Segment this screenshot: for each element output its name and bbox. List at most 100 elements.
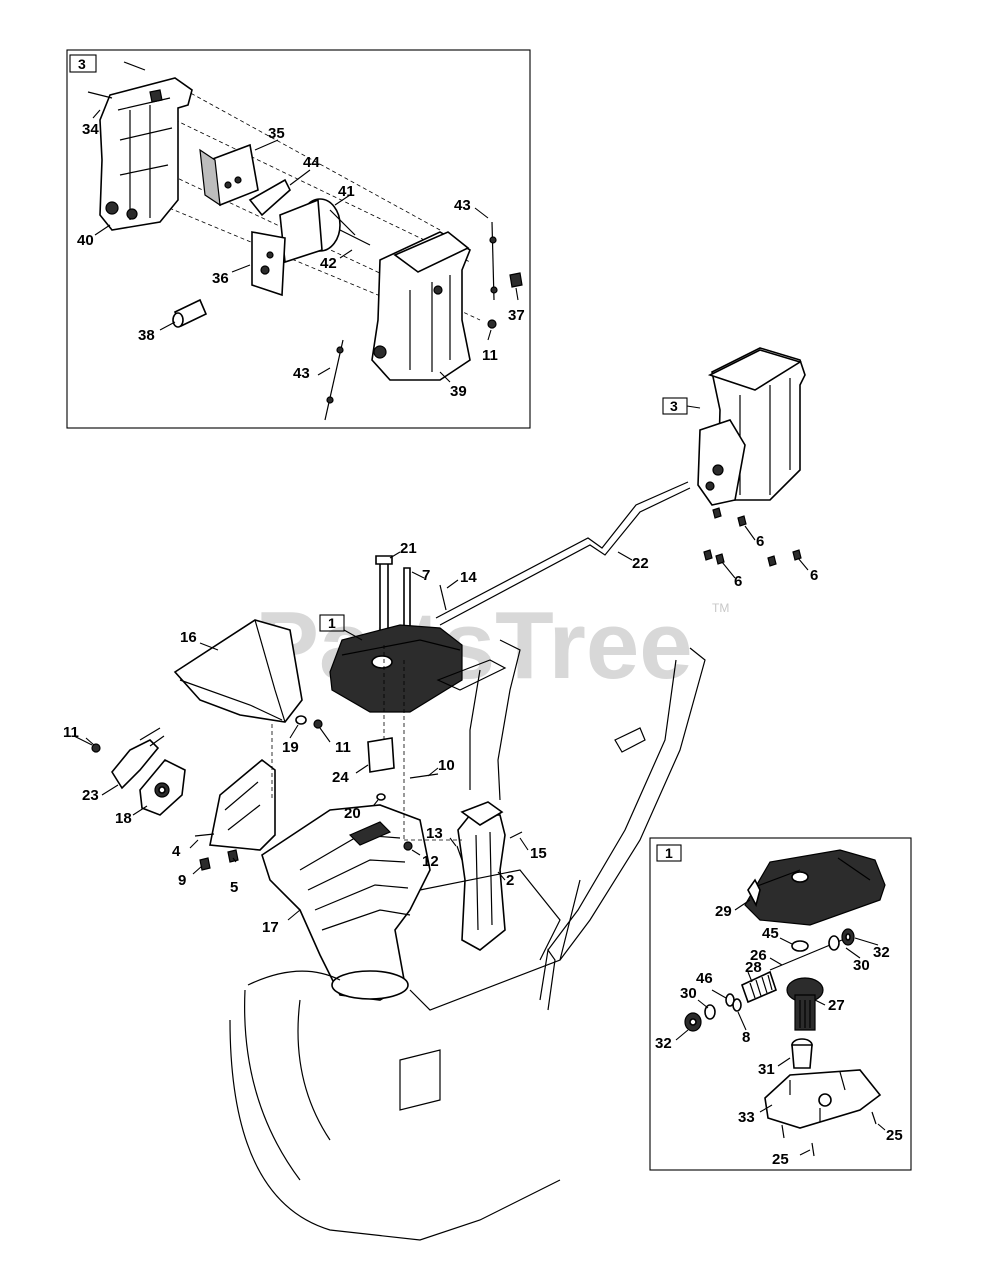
nut-37 xyxy=(509,272,523,288)
washer-45 xyxy=(791,940,809,952)
top-inset-leaders xyxy=(92,109,519,383)
nut-11-mid xyxy=(313,719,323,729)
coupling-38 xyxy=(172,298,208,328)
nut-11-top xyxy=(487,319,497,329)
label-20: 20 xyxy=(344,805,361,822)
worm-28-leader xyxy=(747,971,753,983)
gear-housing-assembled xyxy=(697,347,806,506)
bottom-inset-callout: 1 xyxy=(665,845,673,861)
label-13: 13 xyxy=(426,825,443,842)
label-11-leader xyxy=(73,735,93,746)
main-assembly: 3 1 xyxy=(63,347,818,1241)
top-inset-callout-box xyxy=(69,54,97,73)
label-43-lower: 43 xyxy=(293,365,310,382)
label-23: 23 xyxy=(82,787,99,804)
chute-mount-bracket xyxy=(209,758,276,851)
callout-1-leader xyxy=(343,629,363,641)
nut-12 xyxy=(403,841,413,851)
label-10: 10 xyxy=(438,757,455,774)
label-12: 12 xyxy=(422,853,439,870)
label-16: 16 xyxy=(180,629,197,646)
bolt-10-leader xyxy=(427,767,439,777)
cover-29-leader xyxy=(734,899,751,911)
label-36: 36 xyxy=(212,270,229,287)
label-43-upper: 43 xyxy=(454,197,471,214)
deflector-16-leader xyxy=(199,642,219,651)
base-33 xyxy=(764,1069,882,1129)
label-29: 29 xyxy=(715,903,732,920)
washer-30-left xyxy=(704,1004,716,1020)
label-45: 45 xyxy=(762,925,779,942)
bolt-4 xyxy=(194,833,215,837)
shaft-26-leader xyxy=(769,957,783,966)
cable-42 xyxy=(339,229,371,246)
label-6-a: 6 xyxy=(756,533,764,550)
gear-housing-left xyxy=(99,77,193,231)
label-6-b: 6 xyxy=(734,573,742,590)
hardware-19-11-leaders xyxy=(289,724,331,743)
label-37: 37 xyxy=(508,307,525,324)
label-7: 7 xyxy=(422,567,430,584)
label-44: 44 xyxy=(303,154,320,171)
label-35: 35 xyxy=(268,125,285,142)
label-25-right: 25 xyxy=(886,1127,903,1144)
bolts-6 xyxy=(703,507,802,567)
label-8: 8 xyxy=(742,1029,750,1046)
callout-1: 1 xyxy=(328,615,336,631)
screw-25-right xyxy=(871,1111,877,1125)
base-33-leader xyxy=(759,1104,773,1113)
label-19: 19 xyxy=(282,739,299,756)
right-hardware-leaders xyxy=(845,937,879,959)
motor-plate-35 xyxy=(199,143,259,207)
washer-30-right xyxy=(828,935,840,951)
label-46: 46 xyxy=(696,970,713,987)
nut-5 xyxy=(227,849,239,863)
bolts-6-leaders xyxy=(721,525,809,579)
label-14: 14 xyxy=(460,569,477,586)
nut-12-leader xyxy=(411,849,421,856)
top-inset-frame xyxy=(66,49,531,429)
top-inset-panel: 3 xyxy=(66,49,531,429)
label-25-lower: 25 xyxy=(772,1151,789,1168)
label-6-c: 6 xyxy=(810,567,818,584)
washer-45-leader xyxy=(779,937,793,945)
label-11-top: 11 xyxy=(482,347,498,364)
top-bolts-leaders xyxy=(389,551,459,589)
label-30-right: 30 xyxy=(853,957,870,974)
label-26: 26 xyxy=(750,947,767,964)
chute-cover-assembly xyxy=(329,624,463,713)
bushing-31 xyxy=(791,1038,813,1069)
washer-8 xyxy=(732,998,742,1012)
pin-14 xyxy=(439,584,447,611)
bottom-inset-callout-box xyxy=(656,844,682,862)
left-hardware-leaders xyxy=(675,999,709,1041)
top-inset-callout: 3 xyxy=(78,56,86,72)
watermark-text: PartsTree xyxy=(255,592,693,699)
label-32-right: 32 xyxy=(873,944,890,961)
label-42: 42 xyxy=(320,255,337,272)
support-bracket-2 xyxy=(457,801,506,951)
chute-17-leader xyxy=(287,909,301,921)
label-22: 22 xyxy=(632,555,649,572)
bolt-15 xyxy=(509,831,523,839)
callout-3-leader xyxy=(686,405,701,409)
chute-deflector-16 xyxy=(173,619,303,723)
screw-25-lower-b xyxy=(811,1142,815,1157)
label-4: 4 xyxy=(172,843,181,860)
crank-bracket-23 xyxy=(91,727,165,790)
label-15: 15 xyxy=(530,845,547,862)
screw-34 xyxy=(87,91,113,99)
auger-housing xyxy=(229,869,581,1241)
label-31: 31 xyxy=(758,1061,775,1078)
label-24: 24 xyxy=(332,769,349,786)
label-18: 18 xyxy=(115,810,132,827)
label-30-left: 30 xyxy=(680,985,697,1002)
callout-box-1 xyxy=(319,614,345,632)
discharge-chute-17 xyxy=(261,804,431,1001)
label-34: 34 xyxy=(82,121,99,138)
support-bracket-leaders xyxy=(449,837,529,881)
worm-28 xyxy=(741,970,777,1004)
bracket-leaders xyxy=(85,737,148,816)
screw-25-lower-a xyxy=(781,1124,785,1139)
